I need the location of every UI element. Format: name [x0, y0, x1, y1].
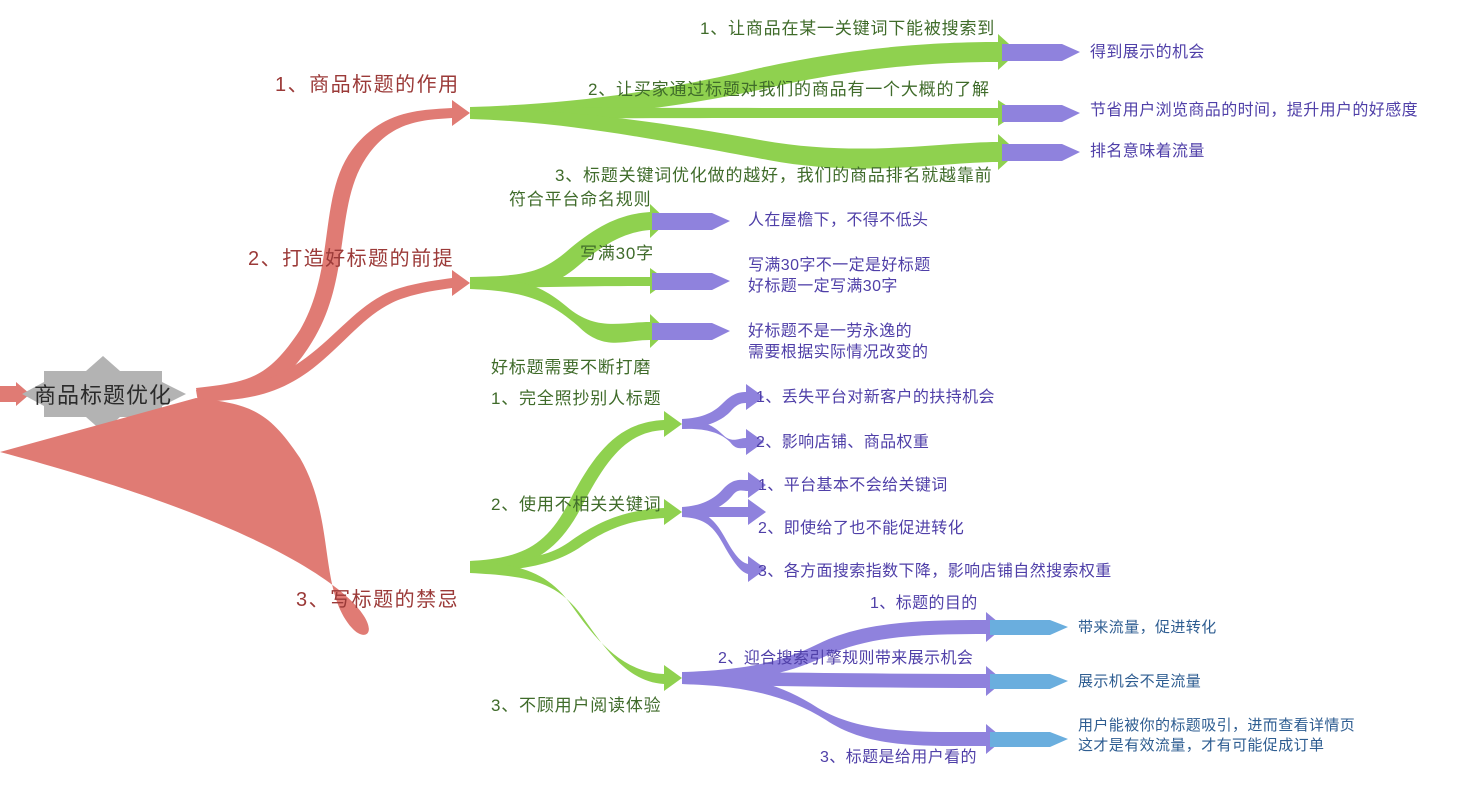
node-b1-c2-g1[interactable]: 节省用户浏览商品的时间，提升用户的好感度 [1090, 102, 1419, 119]
node-b3-c3-g3[interactable]: 3、标题是给用户看的 [820, 749, 977, 766]
level2-connector-b1-3 [470, 107, 1018, 170]
level2-connector-b3-3 [470, 561, 682, 691]
node-b3-c2-g2[interactable]: 2、即使给了也不能促进转化 [758, 520, 965, 537]
node-b3-c3-g2[interactable]: 2、迎合搜索引擎规则带来展示机会 [718, 650, 974, 667]
node-b1-c3[interactable]: 3、标题关键词优化做的越好，我们的商品排名就越靠前 [555, 166, 993, 185]
node-b2-c1[interactable]: 符合平台命名规则 [509, 190, 652, 209]
node-b3-c3-g1[interactable]: 1、标题的目的 [870, 595, 978, 612]
node-b3-c2-g1[interactable]: 1、平台基本不会给关键词 [758, 477, 948, 494]
node-b2-c3[interactable]: 好标题需要不断打磨 [491, 358, 652, 377]
level3-connector-b3-1a [682, 384, 764, 429]
node-b3-c1-g1[interactable]: 1、丢失平台对新客户的扶持机会 [756, 389, 995, 406]
level4-connector-1 [990, 620, 1068, 635]
node-b1-c1-g1[interactable]: 得到展示的机会 [1090, 44, 1205, 61]
branch-label-2[interactable]: 2、打造好标题的前提 [248, 248, 455, 270]
level1-connector-2 [196, 270, 470, 402]
level3-connector-b2-3 [652, 323, 730, 340]
level3-connector-b3-3c [682, 672, 1004, 754]
root-node[interactable]: 商品标题优化 [14, 371, 192, 417]
node-b2-c3-g1[interactable]: 好标题不是一劳永逸的 需要根据实际情况改变的 [748, 323, 929, 361]
level3-connector-b3-2c [682, 507, 766, 582]
level3-connector-b1-1 [1002, 44, 1080, 61]
node-b3-c1-g2[interactable]: 2、影响店铺、商品权重 [756, 434, 930, 451]
level3-connector-b3-2a [682, 472, 766, 517]
node-b3-c3-g3-h1[interactable]: 用户能被你的标题吸引，进而查看详情页 这才是有效流量，才有可能促成订单 [1078, 717, 1356, 754]
level3-connector-b2-1 [652, 213, 730, 230]
branch-label-1[interactable]: 1、商品标题的作用 [275, 74, 460, 96]
level3-connector-b3-1b [682, 419, 764, 455]
node-b3-c2-g3[interactable]: 3、各方面搜索指数下降，影响店铺自然搜索权重 [758, 563, 1112, 580]
level3-connector-b1-2 [1002, 105, 1080, 122]
node-b2-c2[interactable]: 写满30字 [580, 244, 654, 263]
level4-connector-3 [990, 732, 1068, 747]
node-b3-c2[interactable]: 2、使用不相关关键词 [491, 495, 662, 514]
node-b3-c1[interactable]: 1、完全照抄别人标题 [491, 389, 662, 408]
node-b1-c3-g1[interactable]: 排名意味着流量 [1090, 143, 1205, 160]
root-node-label: 商品标题优化 [33, 383, 172, 408]
level3-connector-b3-2b [682, 499, 766, 525]
node-b2-c2-g1[interactable]: 写满30字不一定是好标题 好标题一定写满30字 [748, 257, 931, 295]
level3-connector-b2-2 [652, 273, 730, 290]
level3-connector-b3-3b [682, 666, 1004, 696]
node-b2-c1-g1[interactable]: 人在屋檐下，不得不低头 [748, 212, 929, 229]
level3-connector-b3-3a [682, 612, 1004, 684]
level2-connector-b2-2 [470, 268, 668, 294]
node-b3-c3-g2-h1[interactable]: 展示机会不是流量 [1078, 673, 1202, 690]
level2-connector-b3-1 [470, 411, 682, 573]
level4-connector-2 [990, 674, 1068, 689]
node-b1-c2[interactable]: 2、让买家通过标题对我们的商品有一个大概的了解 [588, 80, 990, 99]
branch-label-3[interactable]: 3、写标题的禁忌 [296, 589, 460, 611]
level3-connector-b1-3 [1002, 144, 1080, 161]
node-b1-c1[interactable]: 1、让商品在某一关键词下能被搜索到 [700, 19, 996, 38]
level2-connector-b1-1 [470, 34, 1018, 119]
level2-connector-b1-2 [470, 100, 1018, 126]
node-b3-c3[interactable]: 3、不顾用户阅读体验 [491, 696, 662, 715]
node-b3-c3-g1-h1[interactable]: 带来流量，促进转化 [1078, 619, 1217, 636]
level2-connector-b2-3 [470, 277, 668, 348]
